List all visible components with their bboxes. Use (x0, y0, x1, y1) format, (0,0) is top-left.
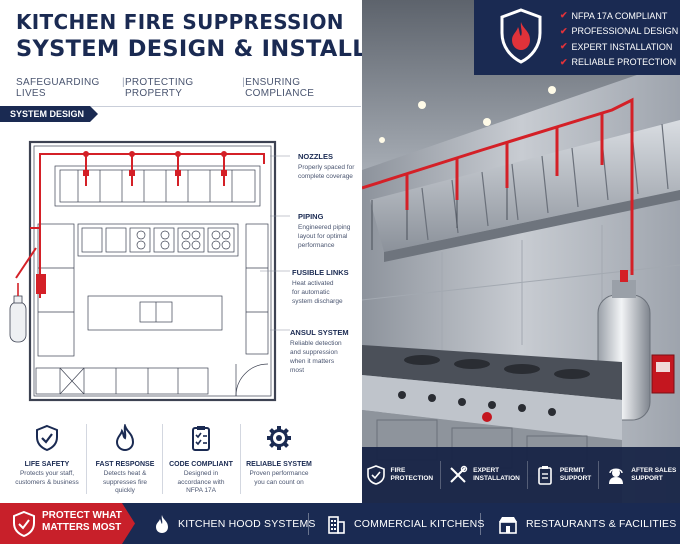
shield-check-icon (36, 424, 58, 452)
divider: | (122, 77, 125, 88)
feature-title: CODE COMPLIANT (169, 461, 233, 468)
divider (308, 513, 309, 535)
support-agent-icon (609, 468, 624, 484)
divider (598, 461, 600, 489)
callout-title: ANSUL SYSTEM (290, 328, 349, 337)
feature-life-safety: LIFE SAFETY Protects your staff,customer… (8, 424, 86, 487)
compliance-badge-box: ✔NFPA 17A COMPLIANT ✔PROFESSIONAL DESIGN… (474, 0, 680, 75)
callout-title: FUSIBLE LINKS (292, 268, 349, 277)
feature-title: LIFE SAFETY (24, 461, 70, 468)
divider (162, 424, 163, 494)
protect-banner (0, 503, 135, 544)
badge-item: ✔RELIABLE PROTECTION (560, 56, 677, 68)
kitchen-illustration (362, 0, 680, 503)
feature-title: FAST RESPONSE (95, 461, 155, 468)
flame-icon (156, 514, 168, 533)
shield-check-icon (366, 465, 385, 485)
building-icon (328, 515, 345, 534)
divider (86, 424, 87, 494)
badge-list: ✔NFPA 17A COMPLIANT ✔PROFESSIONAL DESIGN… (560, 10, 678, 68)
badge-item: ✔NFPA 17A COMPLIANT (560, 10, 668, 21)
feature-title: RELIABLE SYSTEM (246, 461, 312, 468)
title-line-1: KITCHEN FIRE SUPPRESSION (16, 10, 344, 34)
callout-title: PIPING (298, 212, 324, 221)
kitchen-floor-plan (9, 140, 290, 402)
footer-item-label: KITCHEN HOOD SYSTEMS (178, 517, 316, 530)
tagline-row: SAFEGUARDING LIVES | PROTECTING PROPERTY… (16, 77, 361, 107)
kitchen-hood-photo (362, 0, 680, 503)
check-icon: ✔ (560, 25, 568, 36)
check-icon: ✔ (560, 56, 568, 67)
badge-item: ✔PROFESSIONAL DESIGN (560, 25, 679, 37)
clipboard-icon (538, 466, 552, 485)
divider (526, 461, 528, 489)
flame-icon (115, 422, 135, 452)
system-design-tab: SYSTEM DESIGN (0, 106, 98, 122)
shield-check-icon (13, 510, 35, 538)
restaurant-icon (499, 516, 517, 534)
footer-item-kitchen-hood: KITCHEN HOOD SYSTEMS (154, 503, 316, 544)
divider (240, 424, 241, 494)
feature-body: Protects your staff,customers & business (15, 470, 79, 486)
tools-icon (450, 465, 468, 483)
check-icon: ✔ (560, 10, 568, 20)
footer-item-label: COMMERCIAL KITCHENS (354, 517, 485, 530)
check-icon: ✔ (560, 41, 568, 51)
tagline-1: SAFEGUARDING LIVES (16, 77, 100, 99)
footer-item-label: RESTAURANTS & FACILITIES (526, 517, 677, 530)
tagline-2: PROTECTING PROPERTY (124, 77, 194, 99)
divider: | (242, 77, 246, 88)
callout-title: NOZZLES (298, 152, 333, 161)
shield-flame-icon (500, 8, 542, 64)
gear-icon (267, 426, 291, 450)
clipboard-check-icon (192, 426, 210, 451)
footer-item-restaurants: RESTAURANTS & FACILITIES (498, 503, 676, 544)
tagline-3: ENSURING COMPLIANCE (245, 77, 315, 99)
footer-item-commercial-kitchens: COMMERCIAL KITCHENS (326, 503, 485, 544)
badge-item: ✔EXPERT INSTALLATION (560, 41, 673, 52)
divider (440, 461, 442, 489)
divider (480, 513, 481, 535)
feature-fast-response: FAST RESPONSE Detects heat &suppresses f… (86, 422, 164, 496)
